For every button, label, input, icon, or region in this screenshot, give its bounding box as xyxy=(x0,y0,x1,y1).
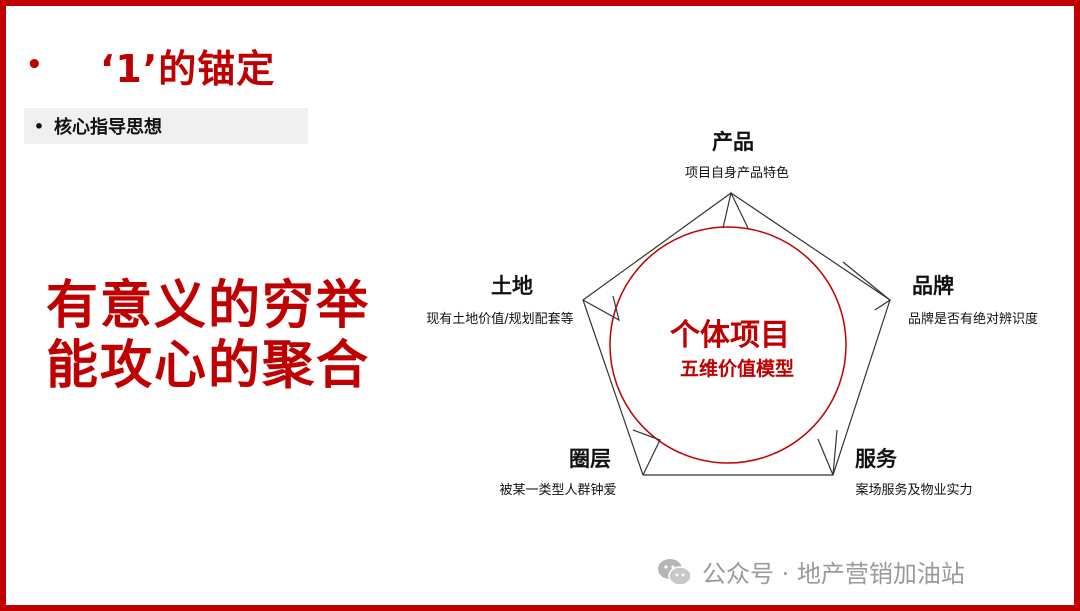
label-brand: 品牌 xyxy=(912,274,954,298)
watermark-text: 公众号 · 地产营销加油站 xyxy=(702,560,965,588)
center-title: 个体项目 xyxy=(670,318,790,353)
subheading-text: 核心指导思想 xyxy=(54,117,162,138)
center-circle xyxy=(609,226,847,464)
slogan: 有意义的穷举 能攻心的聚合 xyxy=(46,276,370,396)
notch-land xyxy=(582,295,620,322)
slogan-line-1: 有意义的穷举 xyxy=(46,276,371,336)
desc-service: 案场服务及物业实力 xyxy=(855,482,972,498)
wechat-icon xyxy=(658,558,692,586)
notch-brand xyxy=(842,261,892,311)
label-service: 服务 xyxy=(855,447,898,471)
desc-land: 现有土地价值/规划配套等 xyxy=(426,311,573,327)
notch-product xyxy=(722,191,749,229)
label-product: 产品 xyxy=(712,130,754,154)
desc-product: 项目自身产品特色 xyxy=(685,165,789,181)
pentagon-diagram: 个体项目 五维价值模型 产品 项目自身产品特色 品牌 品牌是否有绝对辨识度 服务… xyxy=(426,130,1038,498)
title-bullet: • xyxy=(26,50,43,80)
notch-circle xyxy=(632,429,661,476)
desc-circle: 被某一类型人群钟爱 xyxy=(499,482,616,498)
title-text: ‘1’的锚定 xyxy=(100,46,276,91)
label-land: 土地 xyxy=(491,274,533,298)
subheading-bullet: • xyxy=(33,116,45,136)
subheading-box: • 核心指导思想 xyxy=(24,108,308,144)
slogan-line-2: 能攻心的聚合 xyxy=(46,336,371,396)
desc-brand: 品牌是否有绝对辨识度 xyxy=(908,311,1038,327)
center-subtitle: 五维价值模型 xyxy=(680,357,794,380)
notch-service xyxy=(817,429,838,476)
watermark: 公众号 · 地产营销加油站 xyxy=(656,554,965,589)
label-circle: 圈层 xyxy=(569,447,611,471)
outer-pentagon xyxy=(582,192,891,476)
slide-title: • ‘1’的锚定 xyxy=(26,42,275,91)
